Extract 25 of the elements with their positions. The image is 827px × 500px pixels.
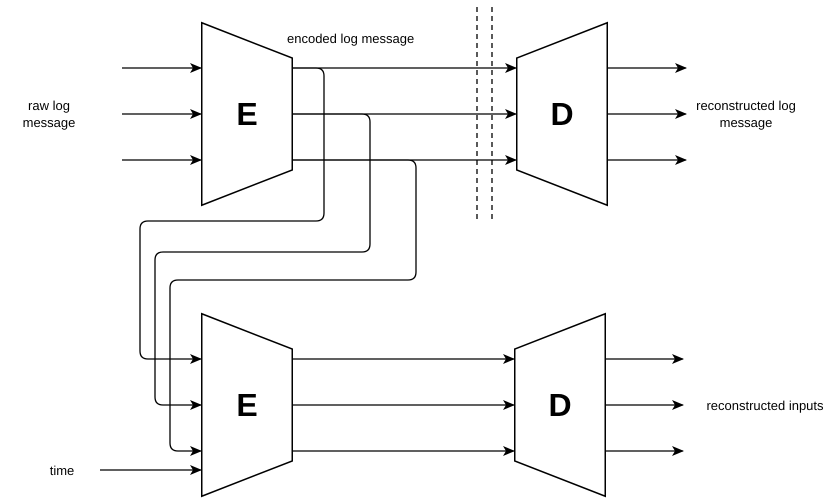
- arrow: [122, 155, 202, 165]
- arrow: [139, 67, 325, 364]
- block-letter: D: [548, 389, 572, 421]
- arrow: [122, 109, 202, 119]
- block-letter: E: [236, 98, 258, 130]
- node-label: raw log message: [22, 97, 76, 131]
- arrow: [169, 159, 417, 456]
- arrow: [608, 155, 687, 165]
- annotation-label: encoded log message: [287, 30, 414, 47]
- block-letter: D: [550, 98, 574, 130]
- arrow: [606, 400, 684, 410]
- arrow: [608, 109, 687, 119]
- arrow: [100, 465, 202, 475]
- node-label: time: [50, 462, 74, 478]
- node-label: reconstructed inputs: [706, 396, 824, 414]
- arrow: [293, 400, 515, 410]
- arrow: [606, 446, 684, 456]
- arrow: [608, 63, 687, 73]
- arrow: [154, 113, 371, 410]
- arrow: [293, 354, 515, 364]
- arrow: [122, 63, 202, 73]
- block-letter: E: [236, 389, 258, 421]
- arrow: [606, 354, 684, 364]
- arrow: [293, 446, 515, 456]
- node-label: reconstructed log message: [695, 97, 797, 131]
